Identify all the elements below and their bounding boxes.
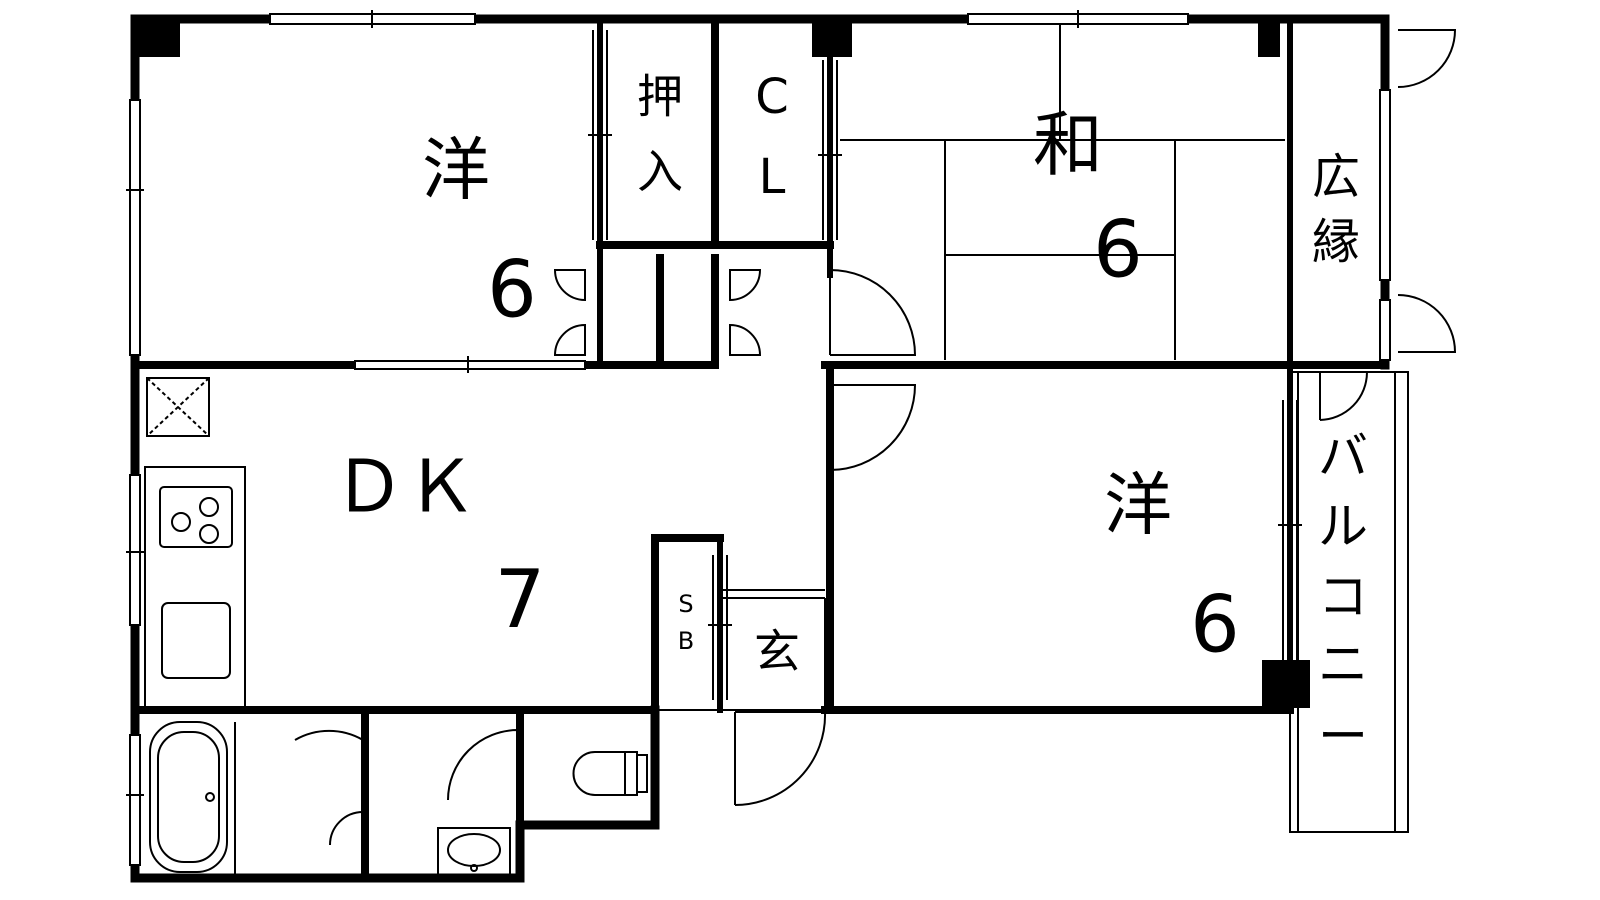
bathroom-fixtures bbox=[149, 721, 648, 877]
room-label: ニ bbox=[1318, 636, 1368, 694]
room-label: 広 bbox=[1312, 149, 1360, 205]
columns bbox=[135, 19, 1310, 708]
room-label: 洋 bbox=[422, 132, 490, 211]
walls bbox=[130, 14, 1390, 883]
room-dining-kitchen: ＤＫ 7 bbox=[333, 445, 545, 646]
door-swings bbox=[294, 29, 1457, 846]
room-oshiire: 押 入 bbox=[637, 70, 683, 199]
room-label: 押 bbox=[637, 70, 683, 124]
kitchen-fixtures bbox=[144, 377, 246, 708]
room-japanese: 和 6 bbox=[1033, 104, 1143, 295]
sliding-doors bbox=[588, 30, 1302, 700]
room-label: バ bbox=[1318, 428, 1368, 486]
room-size: 7 bbox=[495, 553, 546, 646]
room-label: 洋 bbox=[1104, 467, 1172, 546]
tatami-pattern bbox=[840, 24, 1285, 360]
room-label: 入 bbox=[637, 145, 683, 199]
room-size: 6 bbox=[1190, 580, 1240, 670]
room-label: ー bbox=[1318, 708, 1368, 766]
room-western-nw: 洋 6 bbox=[422, 132, 537, 336]
room-label: B bbox=[678, 627, 694, 655]
room-label: 玄 bbox=[754, 625, 800, 679]
room-size: 6 bbox=[1093, 205, 1143, 295]
room-hiroen: 広 縁 bbox=[1312, 149, 1360, 270]
room-label: ＤＫ bbox=[333, 445, 477, 529]
room-western-se: 洋 6 bbox=[1104, 467, 1240, 671]
room-size: 6 bbox=[487, 245, 537, 335]
burner-icon bbox=[199, 524, 219, 544]
burner-icon bbox=[199, 497, 219, 517]
room-label: 縁 bbox=[1312, 214, 1360, 270]
room-shoebox: S B bbox=[678, 590, 694, 655]
room-label: ル bbox=[1318, 498, 1368, 556]
room-balcony: バ ル コ ニ ー bbox=[1318, 428, 1368, 766]
room-label: L bbox=[759, 149, 786, 205]
room-label: C bbox=[755, 69, 789, 125]
room-closet: C L bbox=[755, 69, 789, 205]
room-genkan: 玄 bbox=[754, 625, 800, 679]
room-label: S bbox=[678, 590, 693, 618]
windows bbox=[126, 10, 1391, 866]
burner-icon bbox=[171, 512, 191, 532]
room-label: 和 bbox=[1033, 104, 1103, 186]
room-label: コ bbox=[1318, 568, 1368, 626]
